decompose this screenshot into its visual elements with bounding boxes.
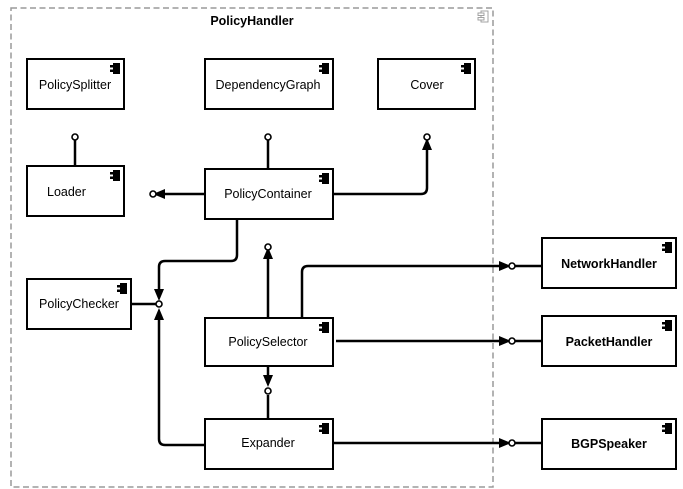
connectors	[71, 133, 542, 448]
component-policysplitter[interactable]: PolicySplitter	[26, 58, 125, 110]
arrow-to-expander-port	[263, 375, 273, 387]
arrow-to-packethandler	[499, 336, 511, 346]
component-label: NetworkHandler	[561, 257, 657, 271]
component-label: Expander	[241, 436, 295, 450]
component-label: BGPSpeaker	[571, 437, 647, 451]
arrow-to-bgpspeaker	[499, 438, 511, 448]
component-networkhandler[interactable]: NetworkHandler	[541, 237, 677, 289]
lollipop-networkhandler	[508, 262, 516, 270]
lollipop-dependencygraph	[264, 133, 272, 141]
component-policycontainer[interactable]: PolicyContainer	[204, 168, 334, 220]
connector-expander-checker	[157, 313, 205, 447]
component-expander[interactable]: Expander	[204, 418, 334, 470]
component-label: PolicySelector	[228, 335, 307, 349]
component-label: PolicyContainer	[224, 187, 312, 201]
component-loader[interactable]: Loader	[26, 165, 125, 217]
package-icon	[477, 10, 489, 23]
component-label: Cover	[410, 78, 443, 92]
connector-policycontainer-checker	[157, 219, 239, 296]
lollipop-loader	[149, 190, 157, 198]
arrow-to-cover	[422, 138, 432, 150]
lollipop-policychecker	[155, 300, 163, 308]
component-policychecker[interactable]: PolicyChecker	[26, 278, 132, 330]
component-label: PolicySplitter	[39, 78, 111, 92]
arrow-to-loader	[153, 189, 165, 199]
component-policyselector[interactable]: PolicySelector	[204, 317, 334, 367]
component-packethandler[interactable]: PacketHandler	[541, 315, 677, 367]
connector-policyselector-networkhandler	[300, 264, 507, 318]
arrow-down-to-checker	[154, 289, 164, 301]
arrow-up-to-checker	[154, 308, 164, 320]
component-label: PolicyChecker	[39, 297, 119, 311]
component-dependencygraph[interactable]: DependencyGraph	[204, 58, 334, 110]
component-label: DependencyGraph	[216, 78, 321, 92]
policy-handler-package	[10, 7, 494, 488]
component-label: PacketHandler	[566, 335, 653, 349]
component-label: Loader	[47, 185, 86, 199]
package-title: PolicyHandler	[210, 14, 293, 28]
lollipop-container	[264, 243, 272, 251]
lollipop-packethandler	[508, 337, 516, 345]
lollipop-policysplitter	[71, 133, 79, 141]
lollipop-cover	[423, 133, 431, 141]
lollipop-bgpspeaker	[508, 439, 516, 447]
lollipop-expander-port	[264, 387, 272, 395]
component-bgpspeaker[interactable]: BGPSpeaker	[541, 418, 677, 470]
connector-policycontainer-cover	[332, 142, 429, 196]
component-cover[interactable]: Cover	[377, 58, 476, 110]
arrow-to-container	[263, 247, 273, 259]
arrow-to-networkhandler	[499, 261, 511, 271]
